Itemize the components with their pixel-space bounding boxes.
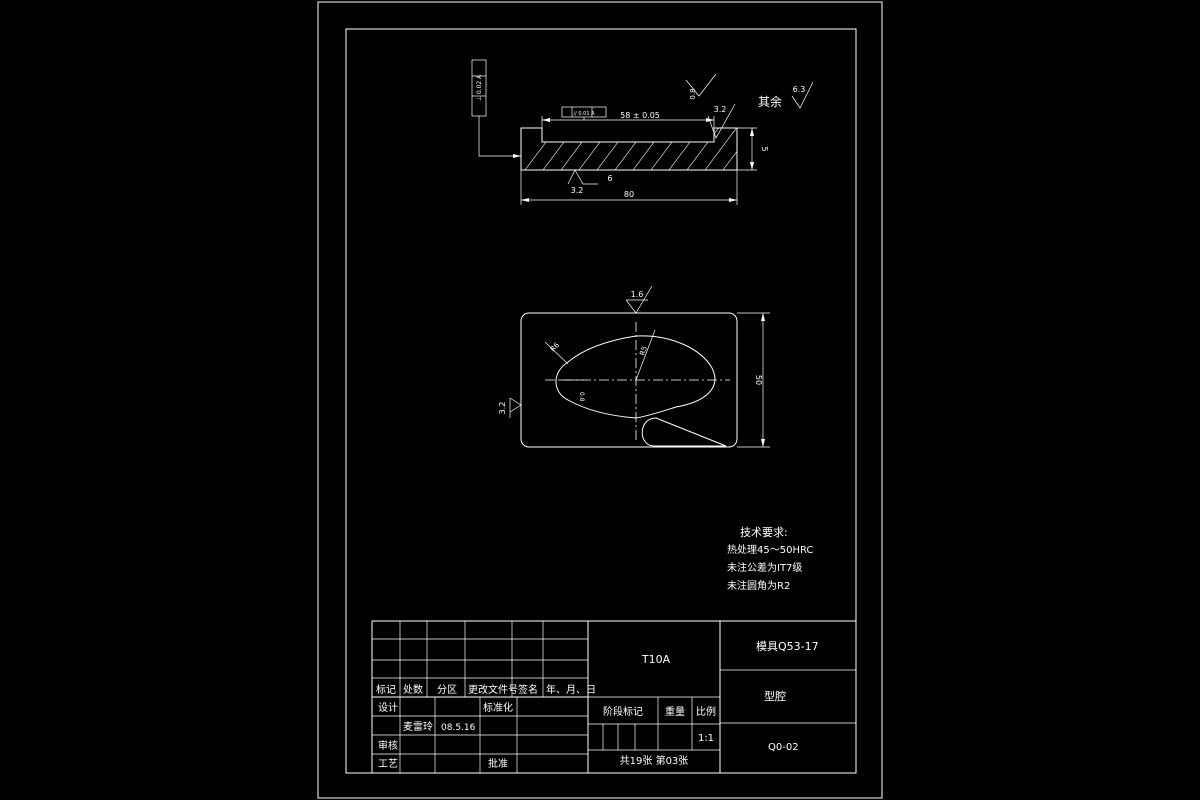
cavity-outline bbox=[555, 335, 716, 419]
title-block: 标记 处数 分区 更改文件号 签名 年、月、日 设计 标准化 麦雷玲 08.5.… bbox=[371, 620, 856, 773]
drafting-date: 08.5.16 bbox=[441, 723, 476, 733]
tech-heading: 技术要求: bbox=[740, 526, 788, 539]
plan-view: R5 R6 0.8 50 1.6 3.2 bbox=[498, 285, 770, 448]
thickness-dim-text: 5 bbox=[760, 146, 769, 151]
tech-requirements: 技术要求: 热处理45～50HRC 未注公差为IT7级 未注圆角为R2 bbox=[727, 526, 813, 592]
roughness-plan-top: 1.6 bbox=[631, 290, 644, 299]
roughness-top-corner: 3.2 bbox=[714, 105, 727, 114]
sheet-count: 共19张 第03张 bbox=[620, 754, 689, 767]
svg-text:⊥ 0.02 A: ⊥ 0.02 A bbox=[476, 74, 483, 101]
scale-value: 1:1 bbox=[698, 733, 714, 744]
col-label-change-doc: 更改文件号 bbox=[468, 683, 518, 696]
design-label: 设计 bbox=[378, 701, 398, 714]
section-hatch bbox=[521, 128, 737, 170]
stage-mark-label: 阶段标记 bbox=[603, 705, 643, 718]
inner-border bbox=[345, 28, 857, 774]
roughness-plan-left: 3.2 bbox=[498, 402, 507, 415]
part-name: 型腔 bbox=[764, 689, 786, 703]
scale-label: 比例 bbox=[696, 705, 716, 718]
approve-label: 批准 bbox=[488, 757, 508, 770]
small-dim: 0.8 bbox=[578, 392, 585, 402]
runner-slot bbox=[641, 417, 727, 447]
plan-outline bbox=[520, 312, 738, 448]
radius-label-2: R6 bbox=[549, 341, 562, 354]
svg-text:// 0.01 A: // 0.01 A bbox=[573, 111, 595, 117]
outer-border bbox=[317, 1, 883, 799]
slot-dim-text: 58 ± 0.05 bbox=[620, 111, 660, 120]
tech-item-2: 未注公差为IT7级 bbox=[727, 561, 802, 574]
height-dim-text: 50 bbox=[754, 375, 763, 385]
bottom-marker: 6 bbox=[607, 174, 612, 183]
radius-label: R5 bbox=[638, 345, 649, 357]
roughness-others-label: 其余 bbox=[758, 94, 782, 109]
tech-item-3: 未注圆角为R2 bbox=[727, 579, 790, 592]
drafter-name: 麦雷玲 bbox=[403, 721, 433, 733]
col-label-count: 处数 bbox=[403, 683, 423, 696]
process-label: 工艺 bbox=[378, 758, 398, 770]
roughness-slot: 0.8 bbox=[689, 88, 697, 99]
col-label-date: 年、月、日 bbox=[546, 683, 596, 696]
tech-item-1: 热处理45～50HRC bbox=[727, 543, 813, 556]
col-label-mark: 标记 bbox=[376, 684, 396, 696]
col-label-zone: 分区 bbox=[437, 684, 457, 696]
standardization-label: 标准化 bbox=[483, 701, 513, 714]
section-view: 58 ± 0.05 // 0.01 A 5 80 6 ⊥ 0.02 A 3.2 bbox=[471, 59, 814, 205]
review-label: 审核 bbox=[378, 739, 398, 752]
drawing-name: 模具Q53-17 bbox=[756, 640, 819, 653]
drawing-number: Q0-02 bbox=[768, 742, 799, 753]
roughness-others-value: 6.3 bbox=[793, 85, 806, 94]
col-label-sign: 签名 bbox=[518, 683, 538, 696]
weight-label: 重量 bbox=[665, 705, 685, 718]
length-dim-text: 80 bbox=[624, 190, 634, 199]
section-outline bbox=[520, 127, 738, 171]
roughness-bottom: 3.2 bbox=[571, 186, 584, 195]
material: T10A bbox=[641, 653, 671, 666]
